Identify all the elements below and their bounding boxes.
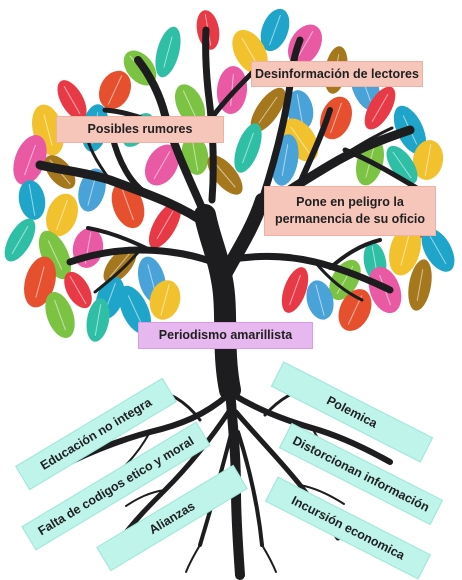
twig-d xyxy=(313,260,364,302)
leaf-vein xyxy=(163,36,173,68)
trunk-body xyxy=(194,204,241,401)
leaf-vein xyxy=(424,144,432,176)
leaf-vein xyxy=(94,304,102,336)
leaf-vein xyxy=(153,150,171,180)
branch-lowleft-2 xyxy=(86,226,152,252)
branch-right-4 xyxy=(342,147,423,193)
label-periodismo-amarillista: Periodismo amarillista xyxy=(138,322,313,349)
leaf-vein xyxy=(242,132,254,164)
leaf-vein xyxy=(214,162,236,188)
leaf-vein xyxy=(416,269,424,301)
leaf-vein xyxy=(109,252,131,278)
leaf-vein xyxy=(69,275,87,305)
twig-b xyxy=(328,126,394,167)
twig-c xyxy=(93,248,142,294)
leaf-vein xyxy=(56,199,68,231)
root-fine-3 xyxy=(125,489,166,507)
leaf-vein xyxy=(191,139,199,171)
root-fine-4 xyxy=(299,484,345,505)
branch-right-2 xyxy=(297,107,333,186)
leaf-vein xyxy=(330,102,342,134)
leaf-vein xyxy=(429,235,447,265)
leaf-vein xyxy=(35,266,45,298)
leaf-vein xyxy=(296,94,304,126)
label-posibles-rumores: Posibles rumores xyxy=(56,116,224,143)
branch-lowright-2 xyxy=(328,238,382,270)
leaf-vein xyxy=(160,284,170,316)
root-r3 xyxy=(236,430,264,547)
leaf-vein xyxy=(24,144,36,176)
leaf xyxy=(4,218,36,262)
leaf-vein xyxy=(392,151,412,179)
leaf-vein xyxy=(28,184,36,216)
leaf-vein xyxy=(63,85,81,115)
leaf-vein xyxy=(230,74,234,106)
leaf-vein xyxy=(47,240,63,270)
label-desinformacion: Desinformación de lectores xyxy=(251,61,423,87)
leaf-vein xyxy=(107,75,123,105)
branch-center-2 xyxy=(207,67,258,123)
leaf-vein xyxy=(296,30,314,60)
leaf-vein xyxy=(371,93,389,123)
leaf-vein xyxy=(182,90,198,120)
leaf-vein xyxy=(269,14,281,46)
leaf-vein xyxy=(289,274,301,306)
leaf-vein xyxy=(290,126,310,154)
leaf-vein xyxy=(258,96,278,124)
leaf-vein xyxy=(43,114,53,146)
root-fine-5 xyxy=(185,544,201,573)
leaf-vein xyxy=(156,210,174,240)
leaf-vein xyxy=(281,144,289,176)
leaf-vein xyxy=(400,234,410,266)
leaf-vein xyxy=(315,284,325,316)
leaf-vein xyxy=(127,295,143,325)
branch-right-3 xyxy=(258,36,304,204)
leaf-vein xyxy=(54,299,66,331)
leaf-vein xyxy=(11,225,29,255)
branch-center xyxy=(202,26,217,204)
label-pone-en-peligro: Pone en peligro la permanencia de su ofi… xyxy=(264,186,436,236)
leaf-vein xyxy=(122,189,134,221)
root-fine-6 xyxy=(261,544,277,573)
